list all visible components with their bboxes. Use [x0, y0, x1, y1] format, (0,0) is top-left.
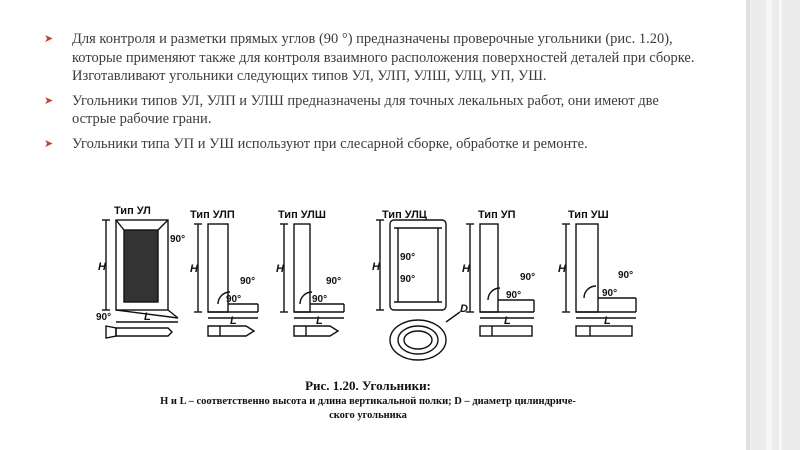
length-label: L: [504, 315, 511, 327]
height-label: H: [190, 263, 199, 275]
length-label: L: [144, 311, 151, 323]
bullet-item: ➤ Угольники типа УП и УШ используют при …: [40, 135, 700, 154]
height-label: H: [276, 263, 285, 275]
square-ulp: [194, 223, 259, 337]
length-label: L: [230, 315, 237, 327]
height-label: H: [462, 263, 471, 275]
bullet-arrow-icon: ➤: [44, 94, 54, 107]
type-label: Тип УЛ: [114, 205, 151, 217]
square-ul: [102, 219, 179, 339]
bullet-text: Угольники типа УП и УШ используют при сл…: [72, 135, 588, 152]
square-up: [466, 223, 535, 337]
square-ulsh: [280, 223, 345, 337]
figure-caption-line: ского угольника: [329, 410, 407, 421]
angle-label: 90°: [170, 234, 185, 245]
length-label: L: [604, 315, 611, 327]
figure-caption-title: Рис. 1.20. Угольники:: [305, 378, 431, 393]
type-label: Тип УЛП: [190, 209, 235, 221]
type-label: Тип УЛШ: [278, 209, 326, 221]
angle-label: 90°: [96, 312, 111, 323]
bullet-arrow-icon: ➤: [44, 137, 54, 150]
length-label: L: [316, 315, 323, 327]
squares-figure: Тип УЛ Тип УЛП Тип УЛШ Тип УЛЦ Тип УП Ти…: [68, 200, 668, 440]
angle-label: 90°: [520, 272, 535, 283]
bullet-text: Для контроля и разметки прямых углов (90…: [72, 31, 695, 85]
bullet-item: ➤ Для контроля и разметки прямых углов (…: [40, 30, 700, 86]
angle-label: 90°: [326, 276, 341, 287]
height-label: H: [558, 263, 567, 275]
height-label: H: [372, 261, 381, 273]
type-label: Тип УШ: [568, 209, 609, 221]
bullet-item: ➤ Угольники типов УЛ, УЛП и УЛШ предназн…: [40, 92, 700, 129]
height-label: H: [98, 261, 107, 273]
angle-label: 90°: [240, 276, 255, 287]
type-label: Тип УЛЦ: [382, 209, 427, 221]
angle-label: 90°: [400, 274, 415, 285]
angle-label: 90°: [506, 290, 521, 301]
angle-label: 90°: [618, 270, 633, 281]
bullet-arrow-icon: ➤: [44, 33, 54, 45]
angle-label: 90°: [312, 294, 327, 305]
figure-caption-line: H и L – соответственно высота и длина ве…: [160, 396, 576, 407]
decorative-right-band: [746, 0, 800, 450]
square-ush: [562, 223, 637, 337]
angle-label: 90°: [602, 288, 617, 299]
bullet-text: Угольники типов УЛ, УЛП и УЛШ предназнач…: [72, 92, 659, 128]
squares-drawing: Тип УЛ Тип УЛП Тип УЛШ Тип УЛЦ Тип УП Ти…: [96, 205, 637, 361]
square-ults: [376, 219, 461, 361]
angle-label: 90°: [226, 294, 241, 305]
bullet-list: ➤ Для контроля и разметки прямых углов (…: [40, 30, 700, 160]
angle-label: 90°: [400, 252, 415, 263]
diameter-label: D: [460, 303, 468, 315]
type-label: Тип УП: [478, 209, 516, 221]
